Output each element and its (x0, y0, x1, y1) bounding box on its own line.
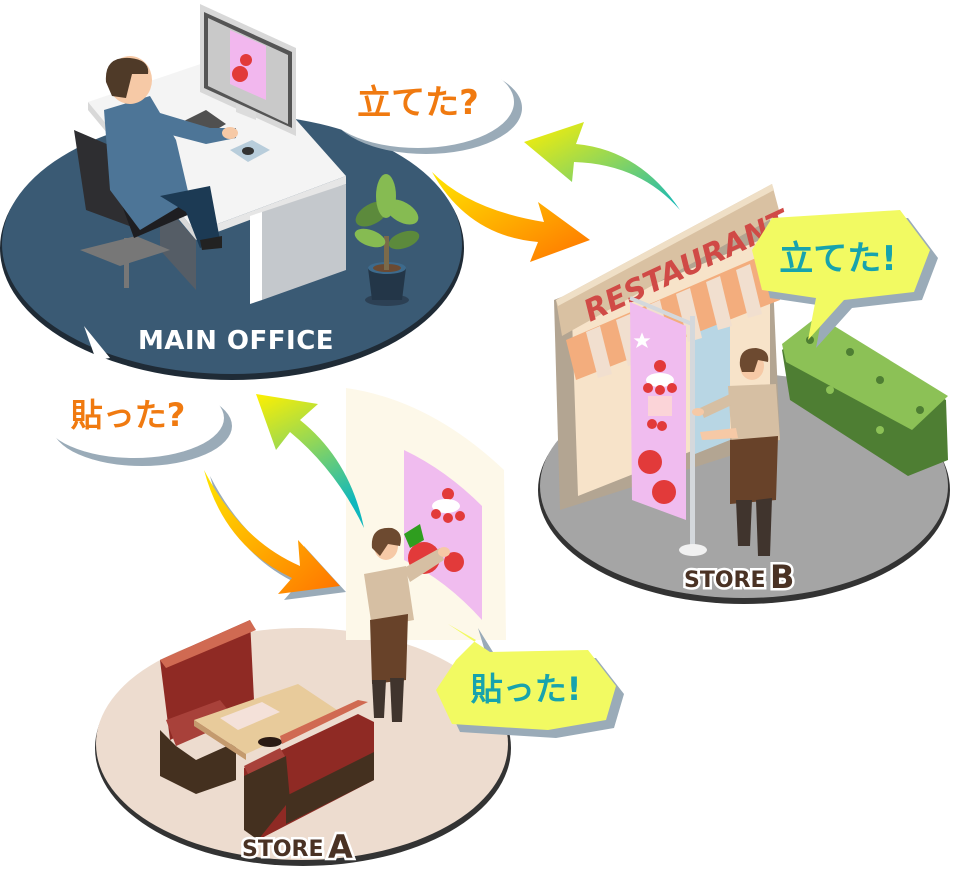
main-office-scene: MAIN OFFICE (0, 4, 464, 380)
main-office-label: MAIN OFFICE (138, 326, 334, 356)
store-a-worker (364, 524, 450, 722)
answer-bubble-store-a: 貼った! (436, 624, 624, 738)
answer-bubble-store-b: 立てた! (752, 210, 938, 348)
arrow-office-to-store-b (432, 172, 590, 262)
office-worker (104, 56, 238, 250)
question-text-hatta: 貼った? (71, 396, 186, 434)
monitor (200, 4, 296, 136)
arrow-office-to-store-a (204, 470, 346, 600)
hedge-bush (782, 316, 948, 476)
table (194, 684, 340, 754)
nobori-flag-banner (629, 296, 707, 556)
answer-text-tateta: 立てた! (779, 239, 897, 279)
question-bubble-office-to-a: 貼った? (44, 326, 232, 466)
store-b-scene: RESTAURANT (538, 184, 950, 604)
store-b-label-prefix: STORE (684, 568, 766, 593)
mouse (242, 147, 254, 155)
question-text-tateta: 立てた? (357, 83, 479, 123)
answer-text-hatta: 貼った! (471, 670, 582, 708)
store-b-worker (692, 348, 780, 556)
question-bubble-office-to-b: 立てた? (310, 56, 522, 154)
potted-plant (354, 174, 420, 306)
restaurant-sign-board (556, 184, 780, 336)
store-b-label-letter: B (770, 558, 794, 596)
store-a-scene: STORE A (95, 388, 511, 869)
store-a-label-letter: A (328, 828, 353, 866)
booth-seating (160, 620, 374, 840)
keyboard (182, 110, 226, 138)
store-a-label-prefix: STORE (242, 837, 324, 862)
arrow-store-a-to-office (256, 394, 364, 528)
arrow-store-b-to-office (524, 122, 680, 210)
